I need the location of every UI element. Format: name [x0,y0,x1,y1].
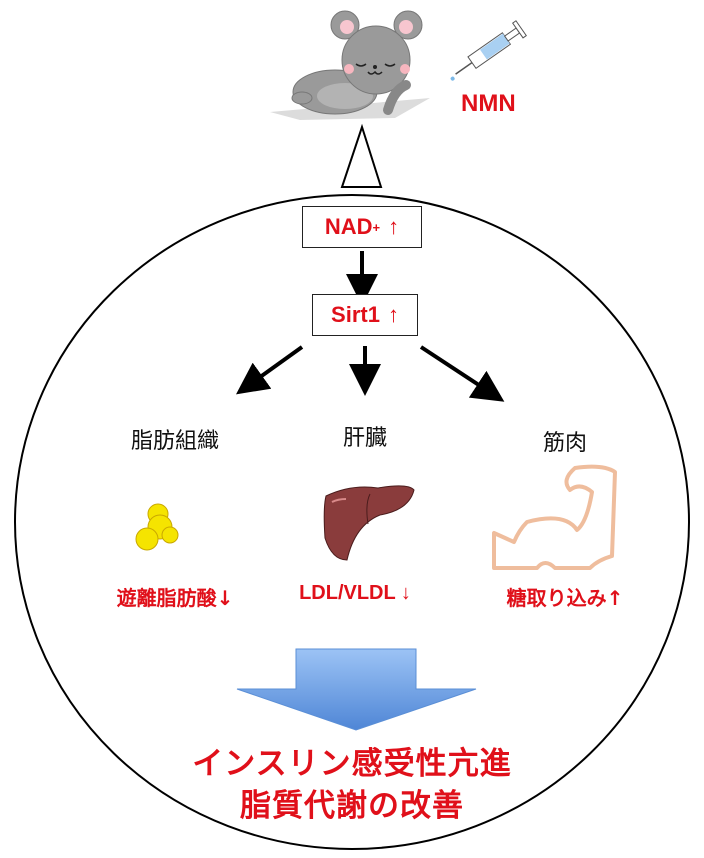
flexed-arm-icon [492,464,617,570]
callout-pointer [340,123,383,188]
arrow-to-muscle [419,345,505,402]
liver-icon [323,485,415,561]
nad-up-arrow: ↑ [388,214,400,239]
effect-liver: LDL/VLDL ↓ [299,582,411,604]
result-down-arrow [236,648,477,731]
effect-adipose: 遊離脂肪酸↓ [116,586,234,610]
nad-box: NAD+ ↑ [302,206,422,248]
effect-muscle: 糖取り込み↑ [506,586,624,610]
outcome-line-2: 脂質代謝の改善 [240,788,464,824]
organ-muscle: 筋肉 [542,431,587,456]
syringe-icon [450,20,527,81]
organ-adipose: 脂肪組織 [130,429,219,454]
sirt1-label: Sirt1 [331,302,380,327]
outcome-line-1: インスリン感受性亢進 [192,746,512,782]
sleeping-mouse-icon [270,10,430,120]
nad-label: NAD [324,214,373,239]
nad-superscript: + [372,219,381,235]
scope-circle [14,194,690,850]
fat-cells-icon [135,503,179,551]
arrow-to-adipose [235,345,304,395]
treatment-label: NMN [461,90,516,117]
organ-liver: 肝臓 [342,426,387,451]
sirt1-up-arrow: ↑ [387,302,399,327]
sirt1-box: Sirt1 ↑ [312,294,418,336]
